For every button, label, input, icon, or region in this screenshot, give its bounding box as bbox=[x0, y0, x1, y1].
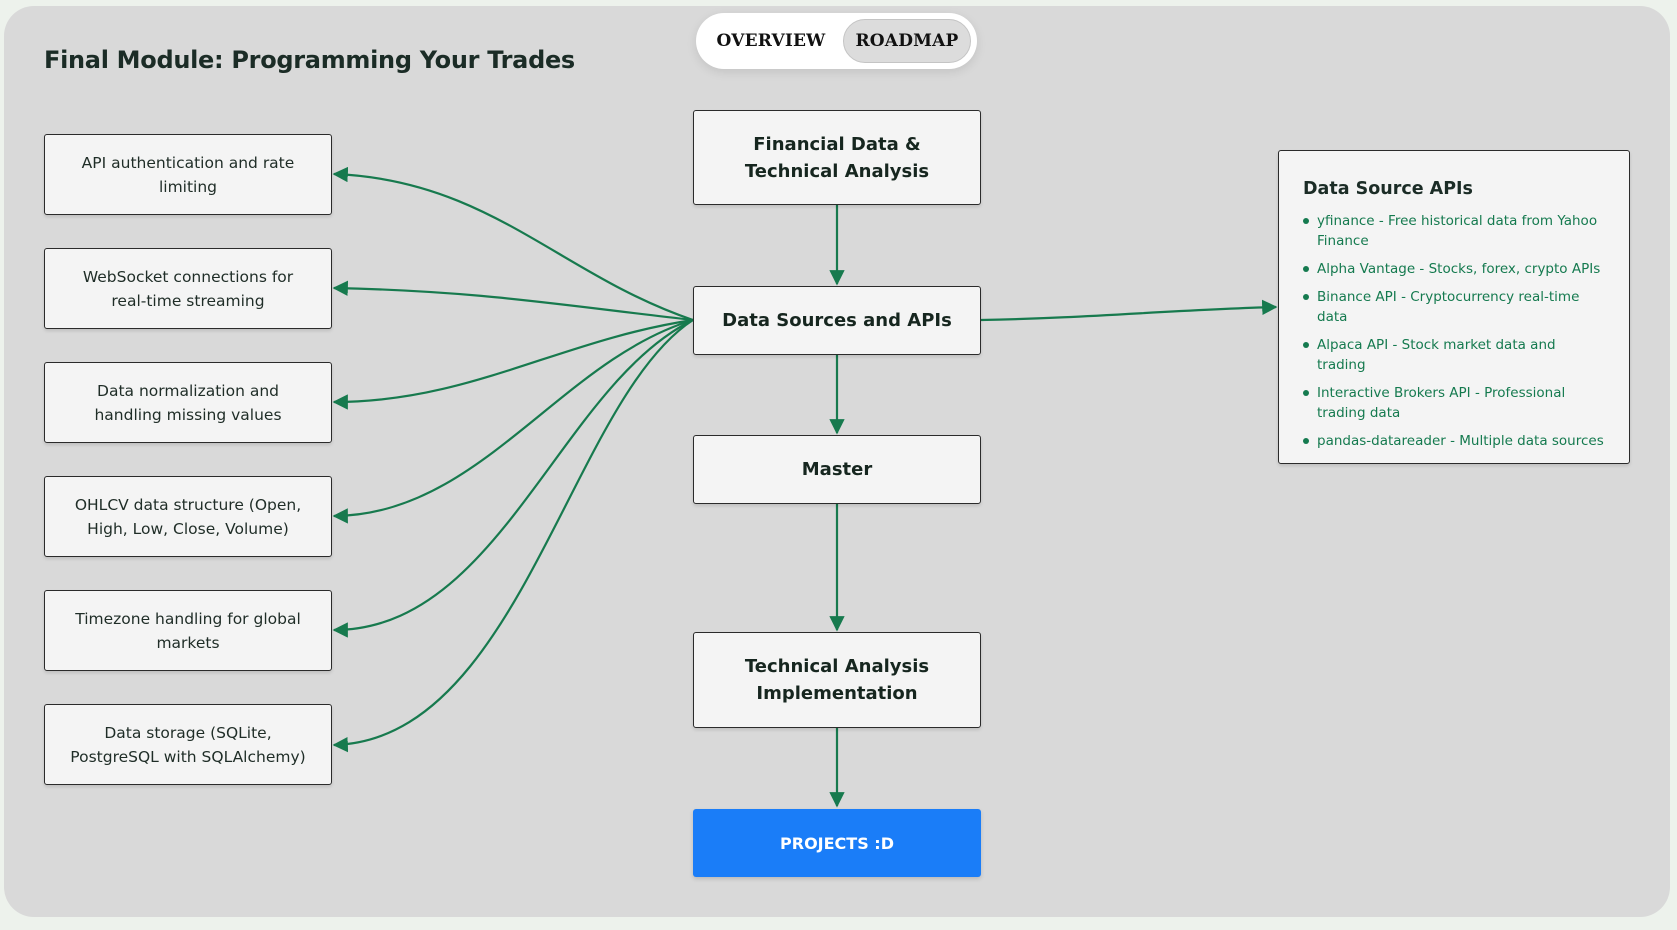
connector-topic-timezone bbox=[332, 319, 694, 638]
api-item-text: pandas-datareader - Multiple data source… bbox=[1317, 433, 1604, 449]
view-tabs: OVERVIEW ROADMAP bbox=[696, 13, 977, 69]
bullet-icon bbox=[1303, 438, 1309, 444]
topic-box-ohlcv: OHLCV data structure (Open, High, Low, C… bbox=[44, 476, 332, 557]
node-master[interactable]: Master bbox=[693, 435, 981, 504]
connector-topic-auth bbox=[332, 166, 694, 322]
topic-label: Timezone handling for global markets bbox=[75, 609, 301, 652]
bullet-icon bbox=[1303, 218, 1309, 224]
api-panel-title: Data Source APIs bbox=[1303, 179, 1473, 199]
tab-overview[interactable]: OVERVIEW bbox=[716, 31, 826, 51]
topic-box-auth: API authentication and rate limiting bbox=[44, 134, 332, 215]
topic-box-storage: Data storage (SQLite, PostgreSQL with SQ… bbox=[44, 704, 332, 785]
api-item-text: Interactive Brokers API - Professional t… bbox=[1317, 385, 1566, 421]
bullet-icon bbox=[1303, 342, 1309, 348]
api-list-item: yfinance - Free historical data from Yah… bbox=[1303, 211, 1607, 251]
connector-topic-ohlcv bbox=[332, 318, 694, 524]
bullet-icon bbox=[1303, 266, 1309, 272]
topic-box-timezone: Timezone handling for global markets bbox=[44, 590, 332, 671]
connector-topic-storage bbox=[332, 319, 694, 753]
api-list-item: Alpaca API - Stock market data and tradi… bbox=[1303, 335, 1607, 375]
connector-topic-websocket bbox=[332, 280, 694, 322]
api-item-text: yfinance - Free historical data from Yah… bbox=[1317, 213, 1598, 249]
node-technical-analysis[interactable]: Technical Analysis Implementation bbox=[693, 632, 981, 728]
connector-topic-normalization bbox=[332, 318, 694, 410]
topic-label: Data storage (SQLite, PostgreSQL with SQ… bbox=[70, 723, 306, 766]
node-data-sources[interactable]: Data Sources and APIs bbox=[693, 286, 981, 355]
node-label: Master bbox=[801, 459, 873, 480]
node-label: Technical Analysis Implementation bbox=[744, 656, 930, 704]
topic-box-websocket: WebSocket connections for real-time stre… bbox=[44, 248, 332, 329]
topic-label: Data normalization and handling missing … bbox=[94, 381, 282, 424]
tab-roadmap[interactable]: ROADMAP bbox=[843, 19, 971, 63]
topic-label: WebSocket connections for real-time stre… bbox=[82, 267, 294, 310]
connector-apis-panel bbox=[980, 299, 1278, 322]
topic-label: API authentication and rate limiting bbox=[81, 153, 295, 196]
api-item-text: Alpaca API - Stock market data and tradi… bbox=[1317, 337, 1556, 373]
page-title: Final Module: Programming Your Trades bbox=[44, 46, 575, 74]
topic-box-normalization: Data normalization and handling missing … bbox=[44, 362, 332, 443]
api-list-item: Alpha Vantage - Stocks, forex, crypto AP… bbox=[1303, 259, 1607, 279]
bullet-icon bbox=[1303, 294, 1309, 300]
bullet-icon bbox=[1303, 390, 1309, 396]
node-financial-data[interactable]: Financial Data & Technical Analysis bbox=[693, 110, 981, 205]
api-item-text: Binance API - Cryptocurrency real-time d… bbox=[1317, 289, 1580, 325]
api-list: yfinance - Free historical data from Yah… bbox=[1303, 211, 1607, 451]
data-source-apis-panel: Data Source APIs yfinance - Free histori… bbox=[1278, 150, 1630, 464]
api-list-item: Binance API - Cryptocurrency real-time d… bbox=[1303, 287, 1607, 327]
node-label: Financial Data & Technical Analysis bbox=[744, 133, 930, 182]
projects-button[interactable]: PROJECTS :D bbox=[693, 809, 981, 877]
api-list-item: pandas-datareader - Multiple data source… bbox=[1303, 431, 1607, 451]
api-item-text: Alpha Vantage - Stocks, forex, crypto AP… bbox=[1317, 261, 1601, 277]
topic-label: OHLCV data structure (Open, High, Low, C… bbox=[74, 495, 302, 538]
api-list-item: Interactive Brokers API - Professional t… bbox=[1303, 383, 1607, 423]
node-label: Data Sources and APIs bbox=[722, 310, 952, 331]
